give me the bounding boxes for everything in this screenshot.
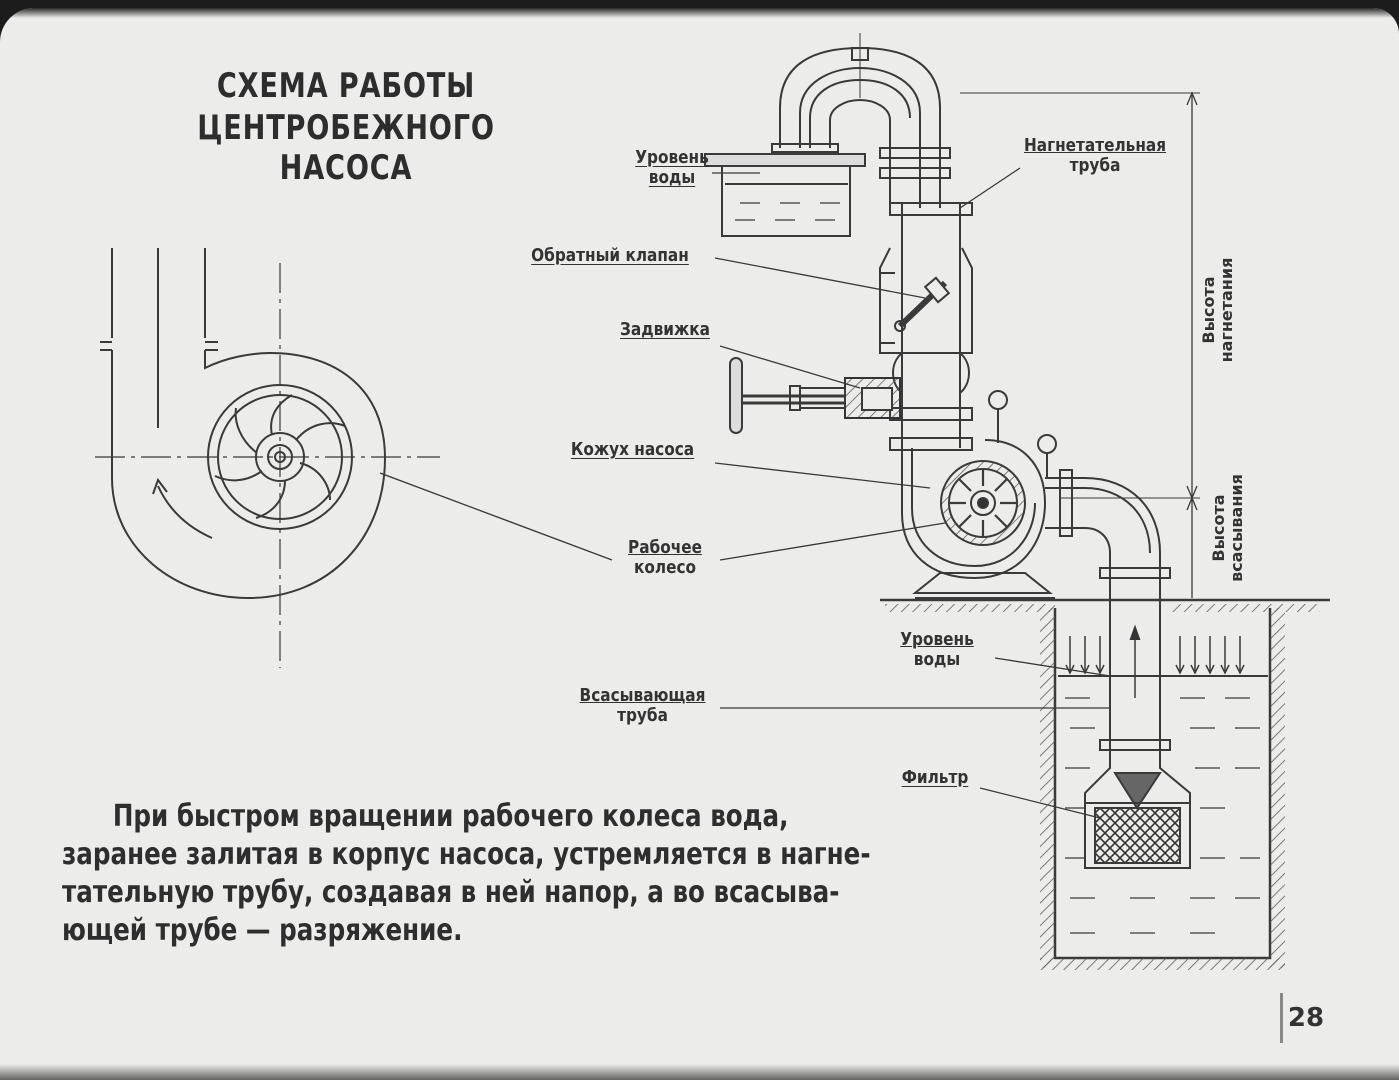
label-pump-casing: Кожух насоса xyxy=(570,439,695,460)
label-filter: Фильтр xyxy=(901,767,969,788)
impeller-section-drawing xyxy=(95,248,440,668)
installation-drawing xyxy=(379,33,1330,970)
diagram-title-line1: СХЕМА РАБОТЫ xyxy=(216,66,476,106)
caption-line: заранее залитая в корпус насоса, устремл… xyxy=(62,837,871,872)
label-discharge-pipe: Нагнетательная труба xyxy=(1023,135,1167,176)
label-impeller: Рабочее колесо xyxy=(627,537,702,578)
pump-diagram xyxy=(95,33,1330,970)
diagram-title-line2: ЦЕНТРОБЕЖНОГО НАСОСА xyxy=(197,108,495,188)
label-water-level-top: Уровень воды xyxy=(635,147,709,188)
label-suction-height: Высота всасывания xyxy=(1209,474,1246,582)
caption-line: ющей трубе — разряжение. xyxy=(62,913,463,948)
slide: СХЕМА РАБОТЫ ЦЕНТРОБЕЖНОГО НАСОСА Уровен… xyxy=(0,8,1399,1080)
label-suction-pipe: Всасывающая труба xyxy=(579,685,706,726)
label-check-valve: Обратный клапан xyxy=(531,245,689,266)
label-discharge-height: Высота нагнетания xyxy=(1199,257,1236,363)
label-gate-valve: Задвижка xyxy=(620,319,710,340)
caption-text: При быстром вращении рабочего колеса вод… xyxy=(62,798,1032,950)
page-number: 28 xyxy=(1280,993,1329,1043)
caption-line: тательную трубу, создавая в ней напор, а… xyxy=(62,875,840,910)
caption-line: При быстром вращении рабочего колеса вод… xyxy=(112,799,789,834)
label-water-level-bottom: Уровень воды xyxy=(900,629,974,670)
